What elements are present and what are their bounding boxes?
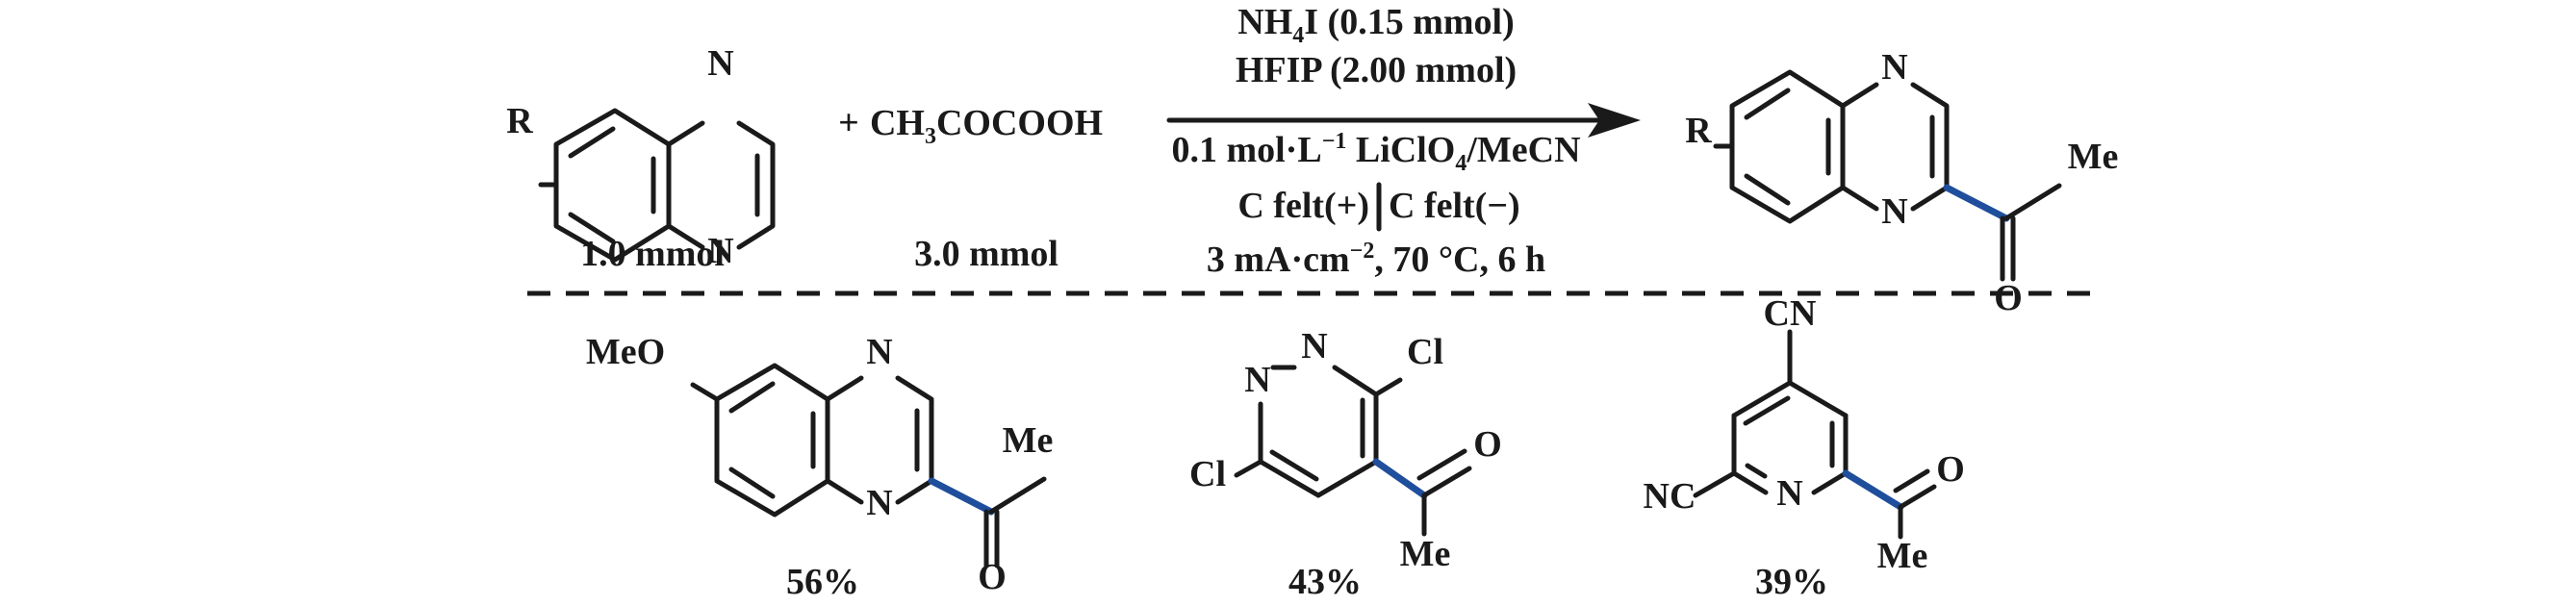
product-acetylquinoxaline: N N R Me O [1685, 47, 2118, 318]
oxygen-label: O [1936, 449, 1965, 490]
r-group-label: R [1685, 111, 1712, 151]
condition-cathode: C felt(−) [1389, 186, 1520, 226]
product-dichloropyridazine: N N Cl Cl O Me [1189, 326, 1502, 574]
product-dicyanopyridine: CN N NC O Me [1644, 293, 1965, 576]
substrate-quinoxaline: N N R [506, 43, 776, 271]
atom-n-label: N [707, 231, 733, 271]
condition-anode: C felt(+) [1237, 186, 1369, 226]
plus-sign: + [838, 103, 859, 143]
atom-n-label: N [707, 43, 733, 84]
cyano-label: NC [1644, 476, 1696, 517]
methyl-label: Me [1877, 536, 1928, 576]
substrate-amount: 1.0 mmol [580, 234, 725, 274]
chloro-label: Cl [1189, 454, 1226, 494]
atom-n-label: N [1881, 191, 1907, 232]
oxygen-label: O [1473, 424, 1502, 465]
condition-line-3: 0.1 mol·L−1 LiClO4/MeCN [1171, 129, 1580, 176]
methyl-label: Me [1400, 534, 1451, 574]
condition-line-1: NH4I (0.15 mmol) [1237, 2, 1514, 48]
chloro-label: Cl [1407, 332, 1443, 372]
atom-n-label: N [1244, 360, 1270, 400]
atom-n-label: N [1881, 47, 1907, 88]
reagent-formula: CH3COCOOH [870, 103, 1103, 149]
r-group-label: R [506, 101, 533, 141]
atom-n-label: N [1301, 326, 1327, 366]
atom-n-label: N [1776, 473, 1802, 514]
condition-line-5: 3 mA·cm−2, 70 °C, 6 h [1207, 239, 1545, 280]
yield-label: 43% [1288, 562, 1362, 601]
methoxy-label: MeO [586, 332, 665, 372]
yield-label: 56% [786, 562, 859, 601]
atom-n-label: N [866, 483, 892, 523]
cyano-label: CN [1764, 293, 1817, 334]
reagent-amount: 3.0 mmol [914, 234, 1058, 274]
condition-line-2: HFIP (2.00 mmol) [1236, 50, 1517, 90]
atom-n-label: N [866, 332, 892, 372]
oxygen-label: O [978, 557, 1007, 597]
methyl-label: Me [1003, 420, 1054, 461]
reaction-arrow [1166, 103, 1641, 138]
yield-label: 39% [1755, 562, 1828, 601]
oxygen-label: O [1994, 278, 2023, 318]
methyl-label: Me [2068, 137, 2119, 177]
product-methoxy-quinoxaline: MeO N N Me O [586, 332, 1054, 597]
